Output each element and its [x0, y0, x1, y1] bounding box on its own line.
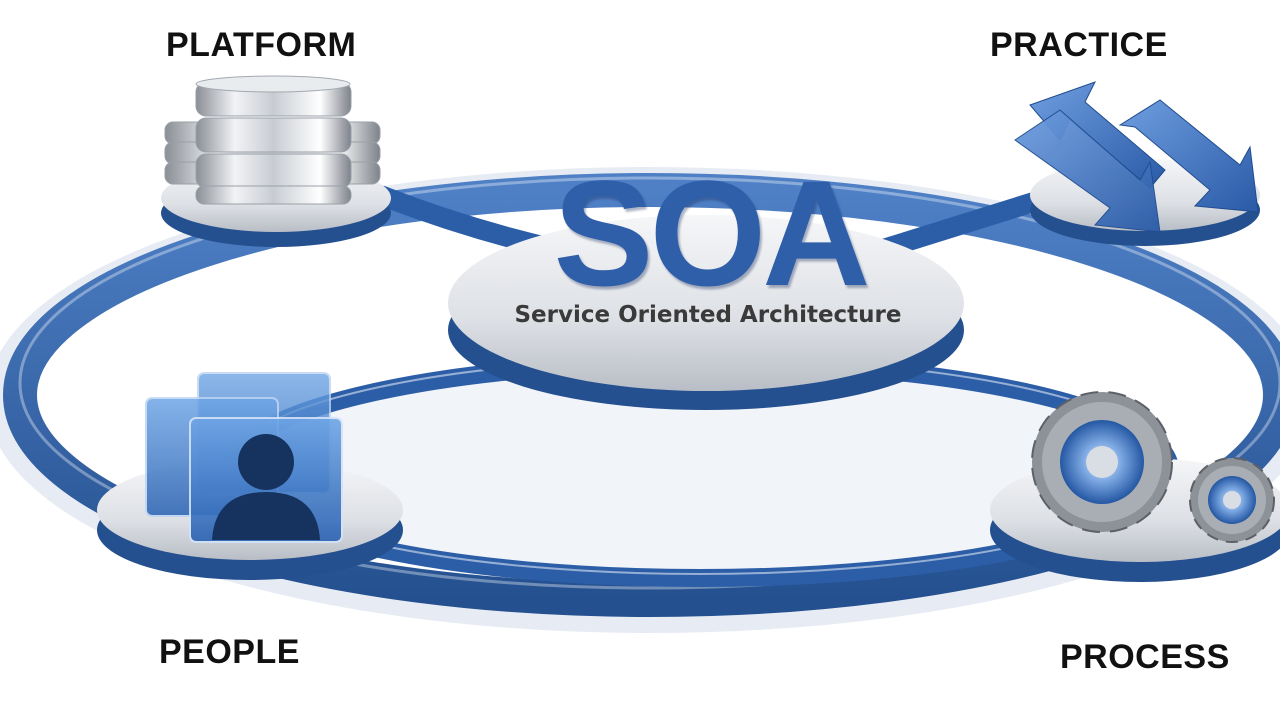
- exchange-arrows-icon: [1014, 81, 1259, 233]
- people-node: [97, 372, 403, 580]
- practice-label: PRACTICE: [990, 26, 1168, 64]
- soa-title: SOA: [553, 149, 870, 317]
- soa-subtitle: Service Oriented Architecture: [514, 302, 902, 328]
- process-label: PROCESS: [1060, 638, 1230, 676]
- platform-label: PLATFORM: [166, 26, 357, 64]
- connector-practice: [877, 190, 1043, 260]
- practice-node: [1014, 81, 1260, 246]
- gears-icon: [1031, 391, 1275, 543]
- user-profiles-icon: [145, 372, 343, 543]
- process-node: [990, 391, 1280, 582]
- center-disc: [448, 215, 964, 410]
- outer-ring: [0, 167, 1280, 633]
- database-server-icon: [164, 75, 381, 205]
- people-label: PEOPLE: [159, 633, 300, 671]
- platform-node: [161, 75, 391, 247]
